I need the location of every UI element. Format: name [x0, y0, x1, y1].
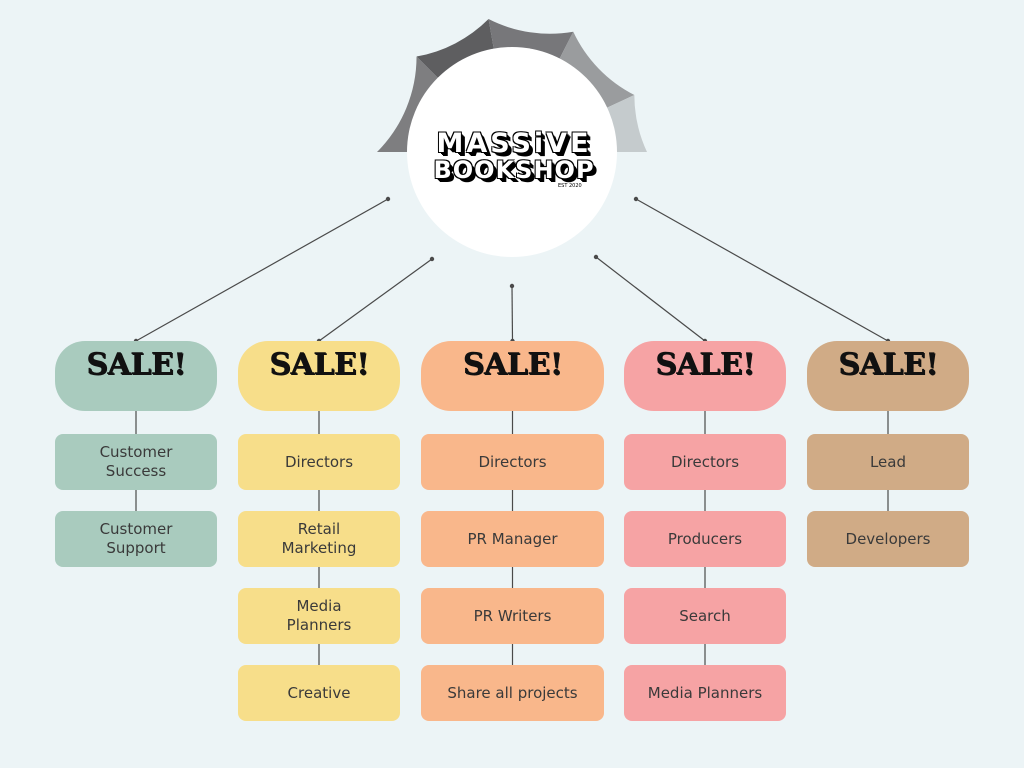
column-header-label: SALE! [655, 347, 755, 382]
connector-dot [385, 196, 391, 202]
role-box: Media Planners [238, 588, 400, 644]
connector-dot [509, 283, 515, 289]
logo-ring-segment [607, 94, 647, 152]
role-box: Customer Support [55, 511, 217, 567]
role-label: Media Planners [647, 683, 763, 702]
column-header-label: SALE! [86, 347, 186, 382]
connector-dot [593, 254, 599, 260]
role-box: PR Writers [421, 588, 604, 644]
role-box: Media Planners [624, 665, 786, 721]
connector-line [635, 198, 889, 342]
role-label: Directors [284, 452, 354, 471]
role-label: Directors [670, 452, 740, 471]
connector-line [511, 285, 514, 342]
role-box: Customer Success [55, 434, 217, 490]
connector-line [135, 198, 389, 342]
role-label: Customer Support [99, 520, 173, 557]
role-label: Customer Success [99, 443, 173, 480]
role-box: Directors [238, 434, 400, 490]
role-box: PR Manager [421, 511, 604, 567]
column-header: SALE! [238, 341, 400, 411]
role-box: Share all projects [421, 665, 604, 721]
column-header: SALE! [807, 341, 969, 411]
column-header: SALE! [421, 341, 604, 411]
logo-line-1: MASSiVE [436, 128, 592, 159]
role-label: Directors [478, 452, 547, 471]
role-box: Directors [421, 434, 604, 490]
logo-line-2: BOOKSHOP [433, 156, 595, 184]
role-box: Directors [624, 434, 786, 490]
logo-est-label: EST 2020 [557, 183, 583, 189]
role-label: Producers [667, 529, 743, 548]
role-box: Creative [238, 665, 400, 721]
column-header-label: SALE! [462, 347, 563, 382]
role-label: Media Planners [286, 597, 352, 634]
role-label: PR Manager [467, 529, 558, 548]
role-label: Search [679, 606, 731, 625]
role-label: PR Writers [473, 606, 552, 625]
logo: MASSiVE BOOKSHOP [424, 130, 604, 182]
column-header: SALE! [55, 341, 217, 411]
role-box: Lead [807, 434, 969, 490]
role-box: Developers [807, 511, 969, 567]
connector-dot [633, 196, 639, 202]
role-box: Producers [624, 511, 786, 567]
role-label: Developers [845, 529, 931, 548]
role-label: Retail Marketing [281, 520, 357, 557]
role-box: Retail Marketing [238, 511, 400, 567]
connector-line [595, 256, 706, 342]
connector-line [318, 258, 433, 342]
role-label: Lead [869, 452, 907, 471]
role-box: Search [624, 588, 786, 644]
column-header: SALE! [624, 341, 786, 411]
logo-circle [407, 47, 617, 257]
column-header-label: SALE! [269, 347, 369, 382]
role-label: Share all projects [447, 683, 578, 702]
logo-ring-segment [559, 31, 635, 108]
column-header-label: SALE! [838, 347, 938, 382]
role-label: Creative [287, 683, 351, 702]
connector-dot [429, 256, 435, 262]
